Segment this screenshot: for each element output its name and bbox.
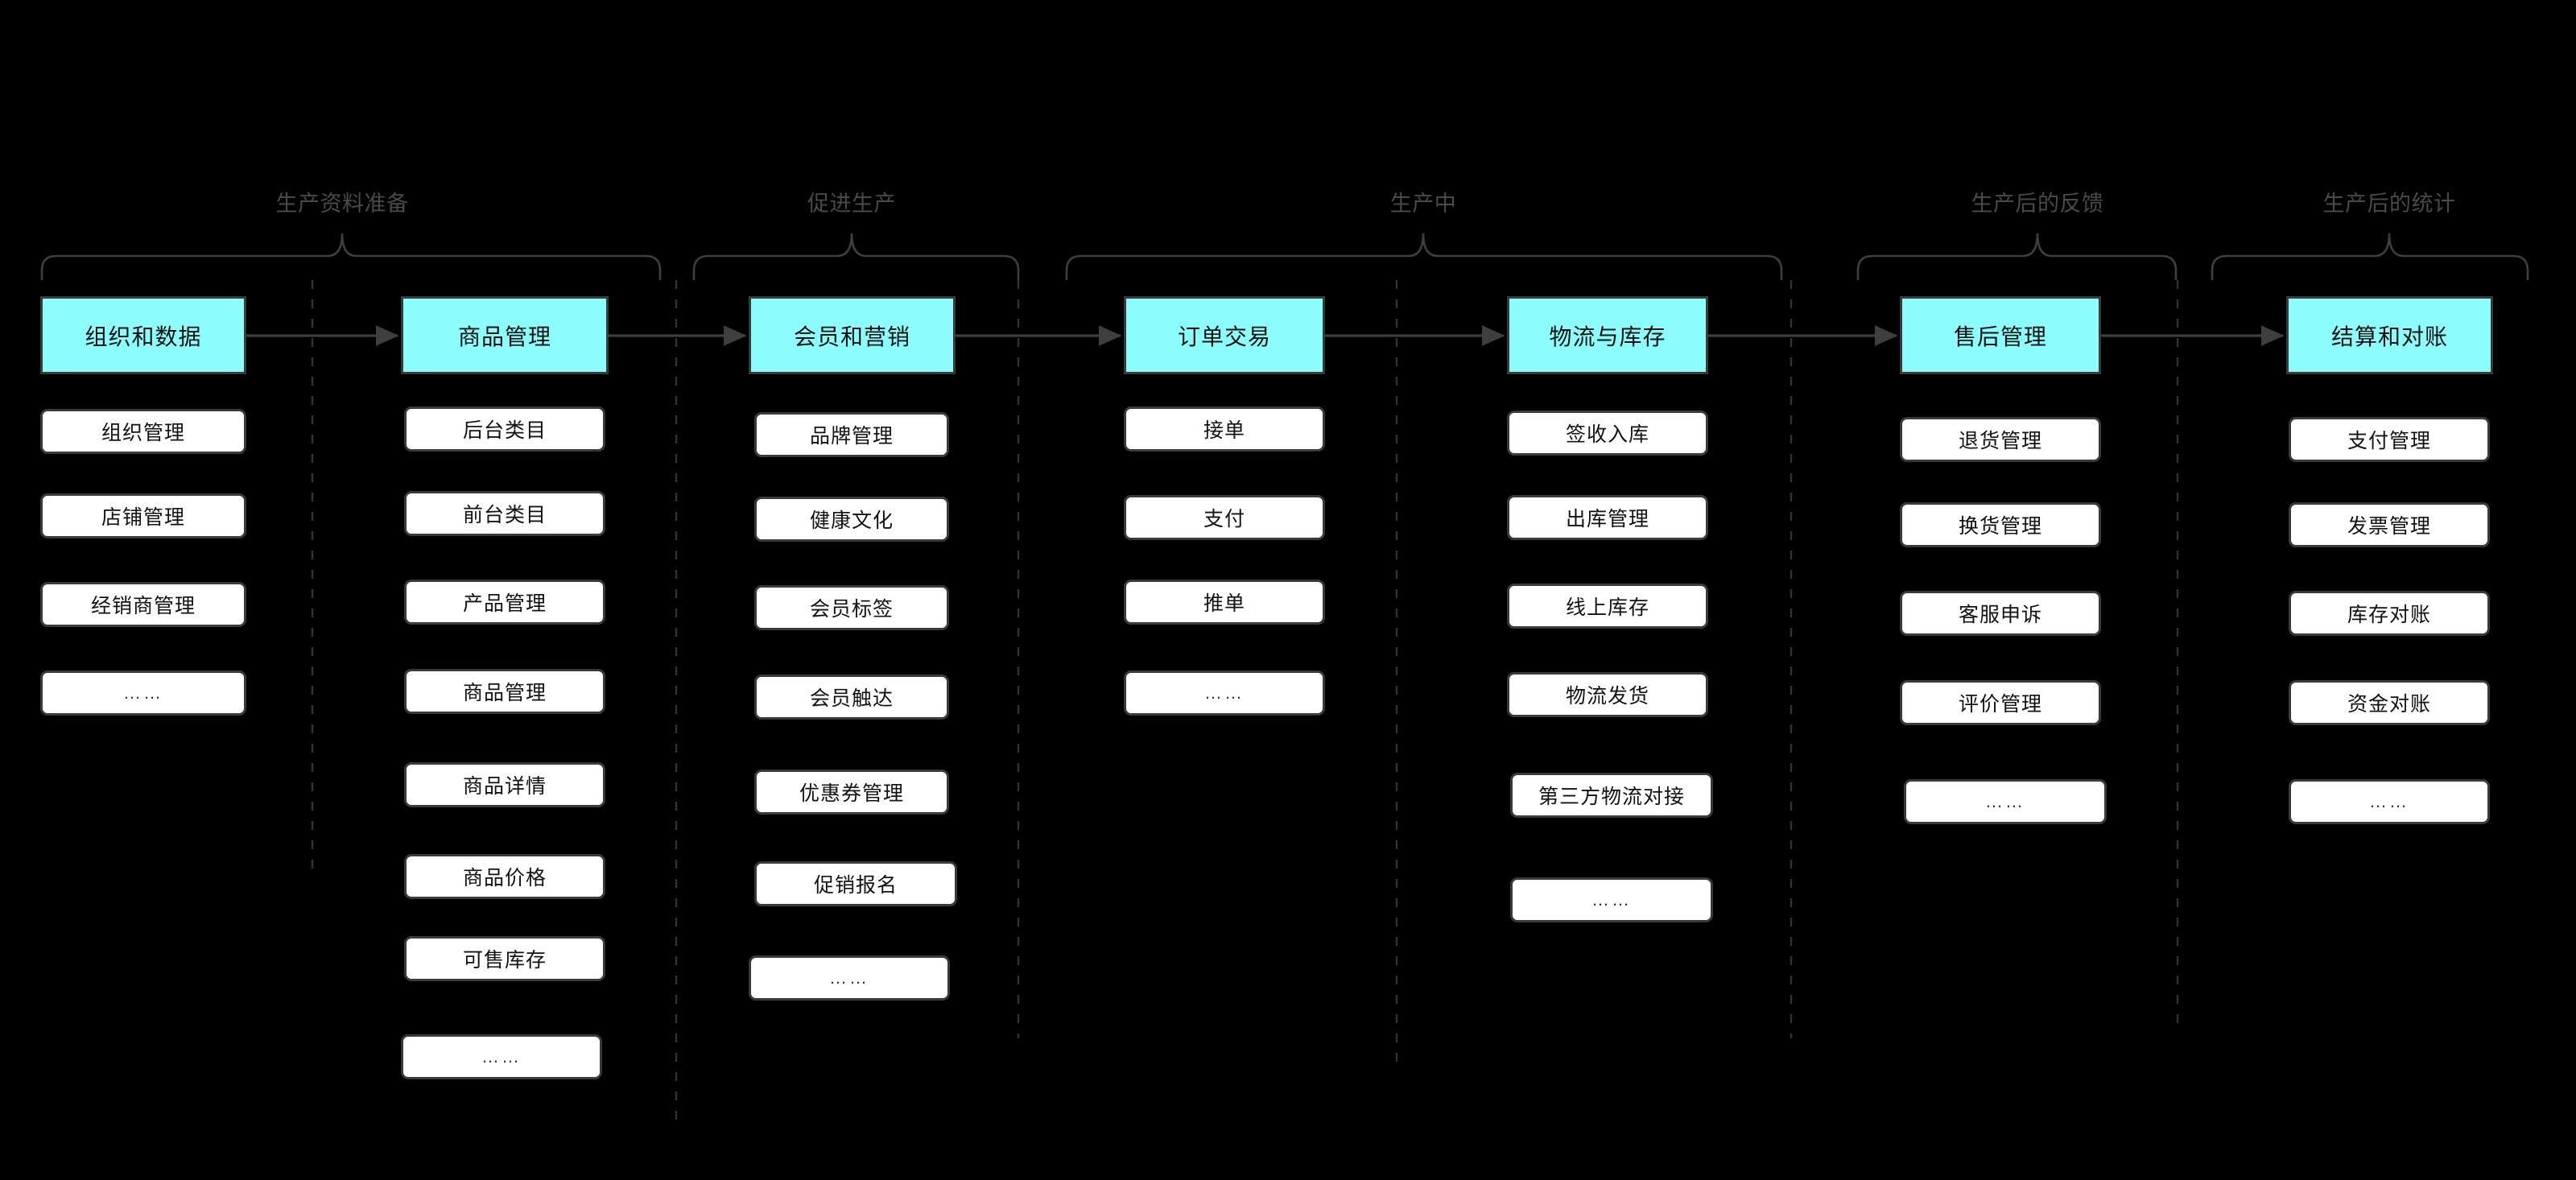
module-item-after-sales-1[interactable]: 退货管理 xyxy=(1900,417,2101,462)
module-item-order-trade-1[interactable]: 接单 xyxy=(1124,406,1325,452)
module-item-product-mgmt-7[interactable]: 可售库存 xyxy=(404,936,605,981)
phase-brace-3 xyxy=(1065,233,1783,280)
module-item-product-mgmt-2[interactable]: 前台类目 xyxy=(404,491,605,536)
phase-brace-5 xyxy=(2211,233,2529,280)
domain-header-settlement[interactable]: 结算和对账 xyxy=(2286,296,2493,374)
phase-braces xyxy=(40,233,2529,280)
module-item-settlement-5[interactable]: …… xyxy=(2289,779,2490,824)
module-item-member-marketing-2[interactable]: 健康文化 xyxy=(754,497,949,542)
module-item-order-trade-4[interactable]: …… xyxy=(1124,670,1325,716)
module-item-member-marketing-3[interactable]: 会员标签 xyxy=(754,585,949,630)
phase-label-1: 生产资料准备 xyxy=(275,192,409,216)
module-item-logistics-inventory-5[interactable]: 第三方物流对接 xyxy=(1510,773,1713,818)
module-item-org-data-3[interactable]: 经销商管理 xyxy=(40,582,246,627)
domain-header-member-marketing[interactable]: 会员和营销 xyxy=(749,296,956,374)
module-item-order-trade-3[interactable]: 推单 xyxy=(1124,580,1325,625)
phase-label-3: 生产中 xyxy=(1389,192,1457,216)
module-item-org-data-1[interactable]: 组织管理 xyxy=(40,409,246,454)
module-item-member-marketing-1[interactable]: 品牌管理 xyxy=(754,412,949,457)
module-item-logistics-inventory-6[interactable]: …… xyxy=(1510,877,1713,922)
module-item-after-sales-3[interactable]: 客服申诉 xyxy=(1900,591,2101,636)
phase-brace-2 xyxy=(692,233,1020,280)
domain-header-logistics-inventory[interactable]: 物流与库存 xyxy=(1507,296,1708,374)
phase-brace-4 xyxy=(1856,233,2178,280)
module-item-order-trade-2[interactable]: 支付 xyxy=(1124,495,1325,540)
module-item-org-data-2[interactable]: 店铺管理 xyxy=(40,493,246,538)
module-item-logistics-inventory-3[interactable]: 线上库存 xyxy=(1507,584,1708,629)
phase-label-2: 促进生产 xyxy=(807,192,896,216)
module-item-org-data-4[interactable]: …… xyxy=(40,670,246,716)
module-item-logistics-inventory-4[interactable]: 物流发货 xyxy=(1507,672,1708,717)
module-item-after-sales-5[interactable]: …… xyxy=(1904,779,2107,824)
module-item-member-marketing-4[interactable]: 会员触达 xyxy=(754,675,949,720)
domain-header-after-sales[interactable]: 售后管理 xyxy=(1900,296,2101,374)
module-item-member-marketing-5[interactable]: 优惠券管理 xyxy=(754,769,949,815)
module-item-after-sales-2[interactable]: 换货管理 xyxy=(1900,502,2101,547)
module-item-settlement-4[interactable]: 资金对账 xyxy=(2289,680,2490,725)
module-item-product-mgmt-1[interactable]: 后台类目 xyxy=(404,406,605,452)
module-item-settlement-3[interactable]: 库存对账 xyxy=(2289,591,2490,636)
module-item-product-mgmt-5[interactable]: 商品详情 xyxy=(404,762,605,807)
domain-header-org-data[interactable]: 组织和数据 xyxy=(40,296,246,374)
module-item-settlement-1[interactable]: 支付管理 xyxy=(2289,417,2490,462)
domain-header-product-mgmt[interactable]: 商品管理 xyxy=(401,296,609,374)
module-item-settlement-2[interactable]: 发票管理 xyxy=(2289,502,2490,547)
module-item-after-sales-4[interactable]: 评价管理 xyxy=(1900,680,2101,725)
module-item-product-mgmt-6[interactable]: 商品价格 xyxy=(404,854,605,899)
module-item-logistics-inventory-1[interactable]: 签收入库 xyxy=(1507,411,1708,456)
module-item-logistics-inventory-2[interactable]: 出库管理 xyxy=(1507,495,1708,540)
module-item-product-mgmt-8[interactable]: …… xyxy=(401,1034,602,1079)
module-item-product-mgmt-3[interactable]: 产品管理 xyxy=(404,580,605,625)
phase-brace-1 xyxy=(40,233,662,280)
domain-header-order-trade[interactable]: 订单交易 xyxy=(1124,296,1325,374)
module-item-member-marketing-6[interactable]: 促销报名 xyxy=(754,861,957,906)
module-item-member-marketing-7[interactable]: …… xyxy=(749,955,950,1001)
phase-label-4: 生产后的反馈 xyxy=(1971,192,2104,216)
phase-label-5: 生产后的统计 xyxy=(2322,192,2456,216)
module-item-product-mgmt-4[interactable]: 商品管理 xyxy=(404,669,605,714)
